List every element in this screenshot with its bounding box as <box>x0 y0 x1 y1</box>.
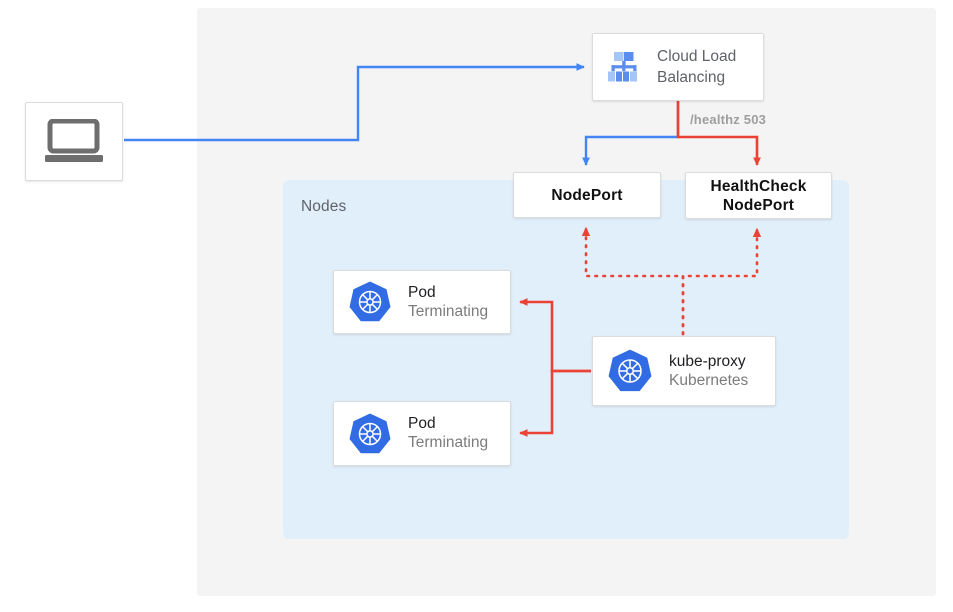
pod-node-1-row: Pod Terminating <box>334 271 510 333</box>
pod-node-1: Pod Terminating <box>333 270 511 334</box>
cloud-load-balancing-line-2: Balancing <box>657 69 726 86</box>
pod-node-2-title: Pod <box>408 415 436 432</box>
pod-node-2-row: Pod Terminating <box>334 402 510 465</box>
nodeport-label-line-1: NodePort <box>551 186 623 204</box>
kube-proxy-subtitle: Kubernetes <box>669 371 749 389</box>
kube-proxy-node: kube-proxy Kubernetes <box>592 336 776 406</box>
pod-node-1-title: Pod <box>408 283 436 301</box>
kube-proxy-title: kube-proxy <box>669 352 746 370</box>
nodeport-label: NodePort <box>514 173 660 217</box>
healthcheck-nodeport-label-line-2: NodePort <box>722 196 795 214</box>
kubernetes-icon <box>349 413 391 453</box>
healthcheck-nodeport-label-line-1: HealthCheck <box>710 177 807 195</box>
pod-node-2-text: Pod Terminating <box>408 414 488 453</box>
cloud-load-balancing-line-1: Cloud Load <box>657 48 737 65</box>
cloud-load-balancing-icon <box>608 52 637 82</box>
kube-proxy-row: kube-proxy Kubernetes <box>593 337 775 405</box>
kube-proxy-text: kube-proxy Kubernetes <box>669 352 748 391</box>
pod-node-2: Pod Terminating <box>333 401 511 466</box>
kubernetes-icon <box>608 349 652 392</box>
pod-node-1-text: Pod Terminating <box>408 283 488 322</box>
pod-node-1-subtitle: Terminating <box>408 302 489 320</box>
nodeport-node: NodePort <box>513 172 661 218</box>
pod-node-2-subtitle: Terminating <box>408 434 489 451</box>
healthz-edge-label: /healthz 503 <box>690 112 767 127</box>
healthcheck-nodeport-label: HealthCheck NodePort <box>686 173 831 218</box>
cloud-load-balancing-label: Cloud Load Balancing <box>657 46 736 88</box>
cloud-load-balancing-node: Cloud Load Balancing <box>592 33 764 101</box>
laptop-icon <box>45 118 103 162</box>
client-node <box>25 102 123 181</box>
kubernetes-icon <box>349 281 391 322</box>
healthcheck-nodeport-node: HealthCheck NodePort <box>685 172 832 219</box>
nodes-region-label: Nodes <box>301 198 347 215</box>
